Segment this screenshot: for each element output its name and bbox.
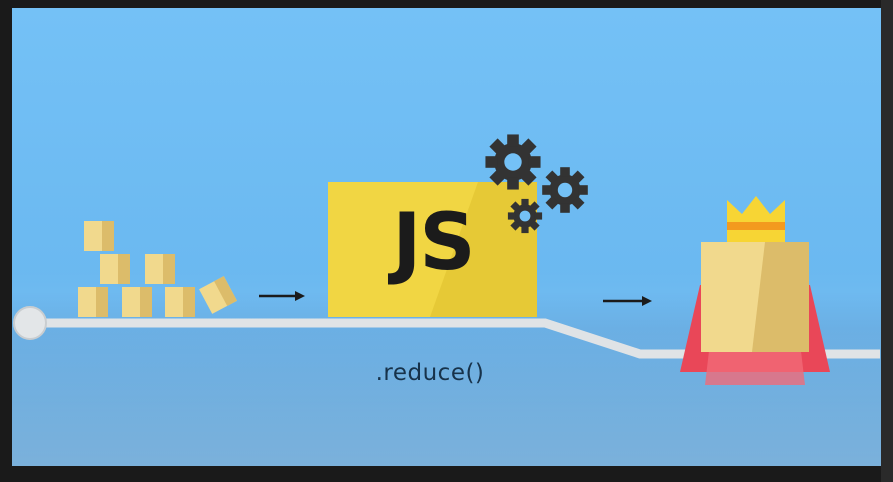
gear-medium-icon (542, 167, 588, 213)
input-boxes (78, 221, 237, 317)
array-item-box (145, 254, 175, 284)
array-item-box-tilted (199, 276, 237, 314)
arrow-right-icon (259, 291, 305, 301)
array-item-box (122, 287, 152, 317)
crown-icon (727, 196, 785, 242)
gear-large-icon (485, 134, 541, 190)
track-start-node (13, 306, 47, 340)
method-label: .reduce() (375, 360, 485, 386)
array-item-box (78, 287, 108, 317)
array-item-box (84, 221, 114, 251)
array-item-box (100, 254, 130, 284)
frame-edge (881, 0, 893, 482)
arrow-right-icon (603, 296, 652, 306)
js-logo-text: JS (392, 198, 475, 288)
result-box-hero (680, 196, 830, 385)
js-logo-block (328, 182, 537, 317)
array-item-box (165, 287, 195, 317)
